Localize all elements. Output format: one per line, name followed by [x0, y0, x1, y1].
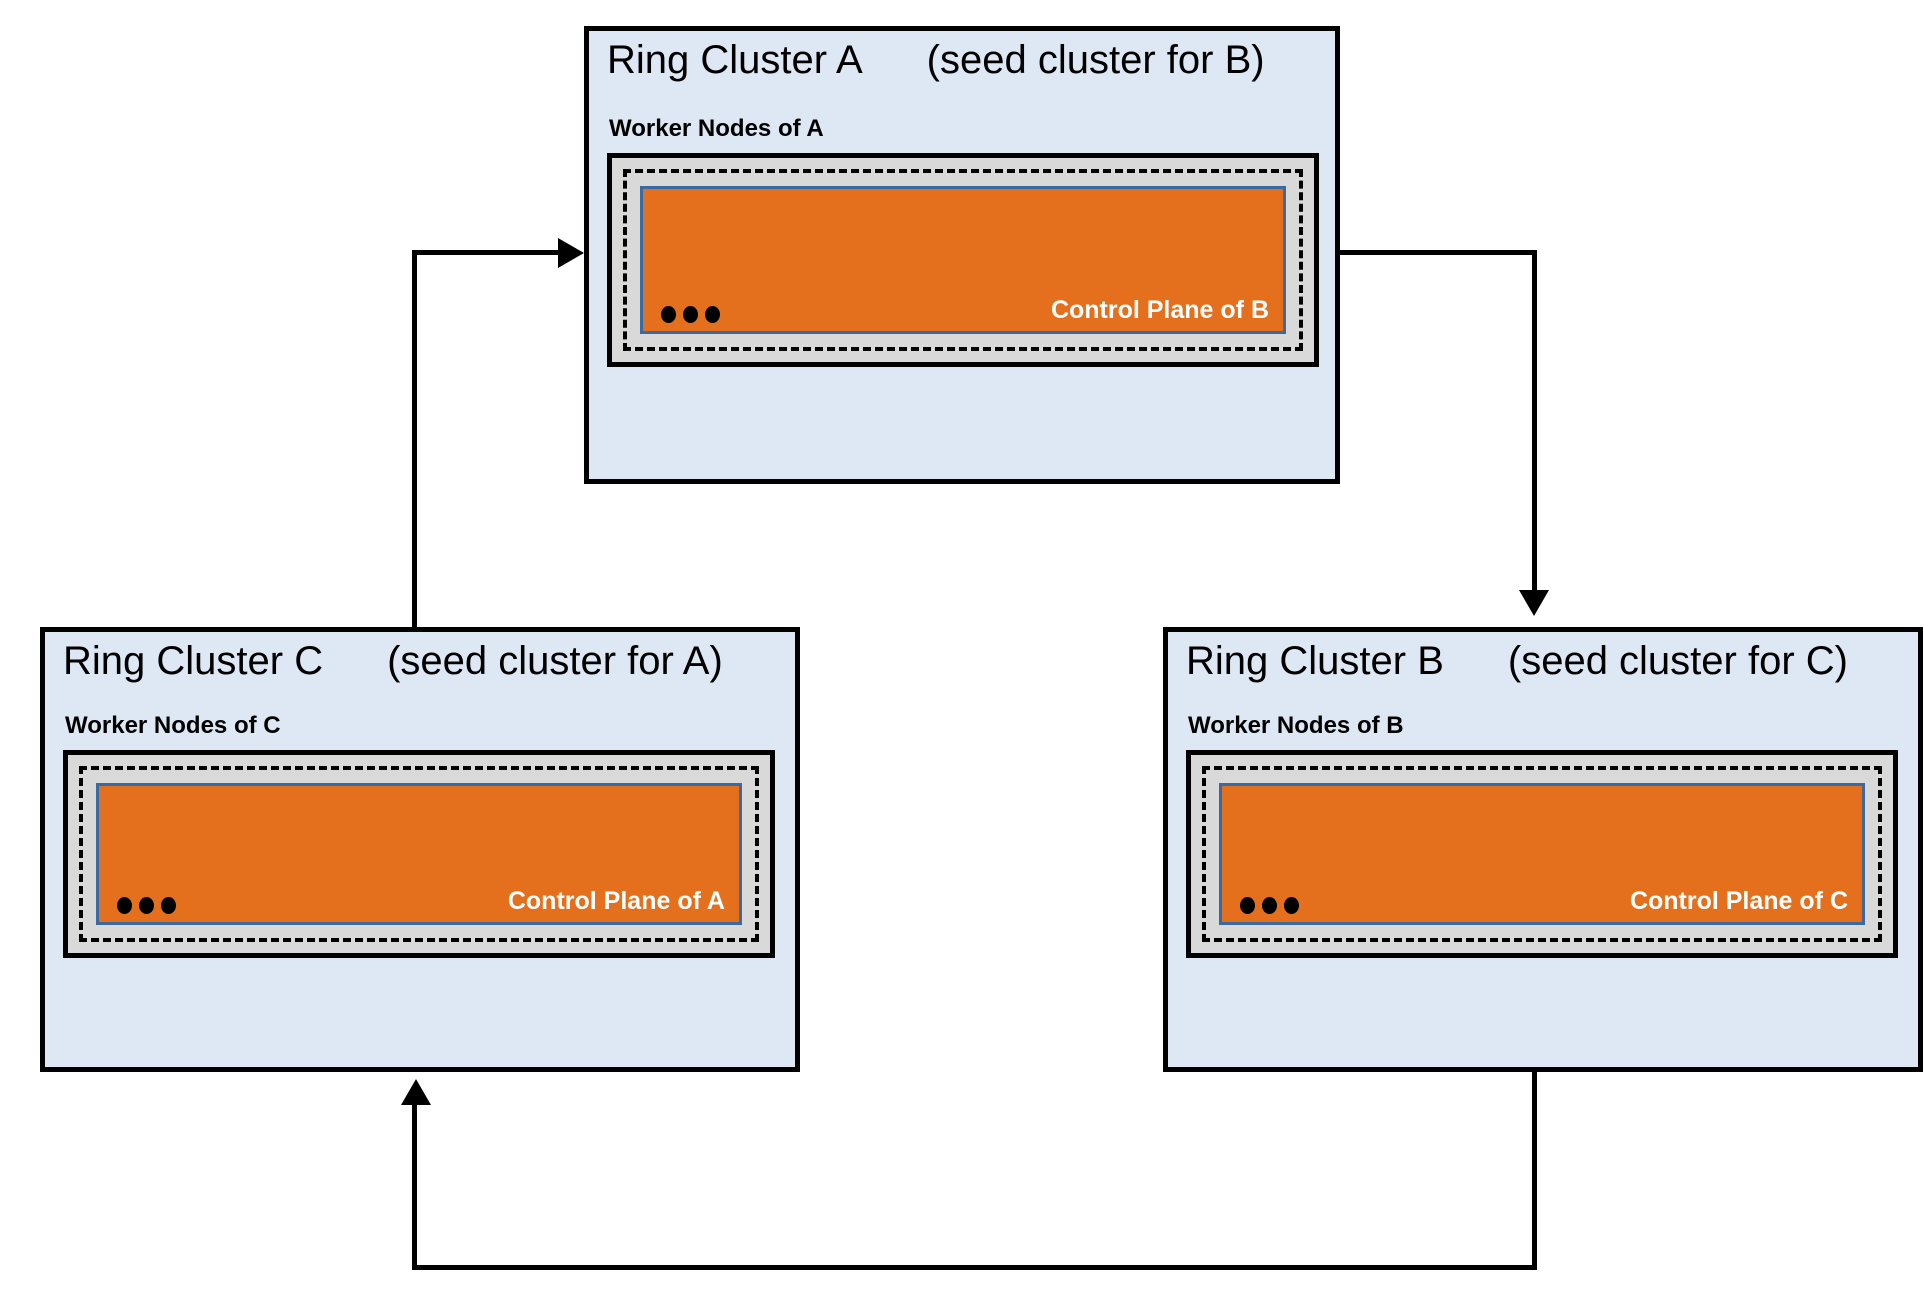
cluster-c-title: Ring Cluster C (seed cluster for A) [63, 638, 723, 684]
worker-nodes-ellipsis-b [1240, 897, 1299, 914]
control-plane-box-a[interactable]: Control Plane of A [96, 783, 742, 925]
cluster-c-worker-label: Worker Nodes of C [65, 712, 281, 739]
cluster-a-title: Ring Cluster A (seed cluster for B) [607, 37, 1265, 83]
worker-nodes-box-c: Control Plane of A [63, 750, 775, 958]
worker-nodes-dashed-outline-c: Control Plane of A [79, 766, 759, 942]
connector-b-to-c-vertical-left [412, 1105, 417, 1267]
cluster-a-name: Ring Cluster A [607, 38, 863, 82]
control-plane-c-label: Control Plane of C [1629, 887, 1848, 915]
connector-b-to-c-vertical-right [1532, 1048, 1537, 1270]
control-plane-box-b[interactable]: Control Plane of B [640, 186, 1286, 334]
connector-c-to-a-vertical [412, 250, 417, 630]
worker-nodes-dashed-outline-a: Control Plane of B [623, 169, 1303, 351]
control-plane-b-label: Control Plane of B [1050, 296, 1269, 324]
arrowhead-into-cluster-a-icon [558, 238, 584, 268]
worker-nodes-dashed-outline-b: Control Plane of C [1202, 766, 1882, 942]
cluster-b-worker-label: Worker Nodes of B [1188, 712, 1404, 739]
control-plane-a-label: Control Plane of A [507, 887, 725, 915]
cluster-box-a[interactable]: Ring Cluster A (seed cluster for B) Worke… [584, 26, 1340, 484]
cluster-a-seed-note: (seed cluster for B) [926, 38, 1265, 82]
cluster-b-title: Ring Cluster B (seed cluster for C) [1186, 638, 1848, 684]
arrowhead-into-cluster-b-icon [1519, 590, 1549, 616]
connector-c-to-a-horizontal [412, 250, 562, 255]
connector-a-to-b-vertical [1532, 250, 1537, 593]
cluster-c-seed-note: (seed cluster for A) [387, 639, 723, 683]
worker-nodes-box-a: Control Plane of B [607, 153, 1319, 367]
cluster-box-c[interactable]: Ring Cluster C (seed cluster for A) Worke… [40, 627, 800, 1072]
worker-nodes-ellipsis-c [117, 897, 176, 914]
connector-b-to-c-horizontal [412, 1265, 1537, 1270]
cluster-b-name: Ring Cluster B [1186, 639, 1444, 683]
worker-nodes-box-b: Control Plane of C [1186, 750, 1898, 958]
control-plane-box-c[interactable]: Control Plane of C [1219, 783, 1865, 925]
cluster-c-name: Ring Cluster C [63, 639, 324, 683]
arrowhead-into-cluster-c-icon [401, 1079, 431, 1105]
connector-a-to-b-horizontal [1335, 250, 1537, 255]
worker-nodes-ellipsis-a [661, 306, 720, 323]
cluster-a-worker-label: Worker Nodes of A [609, 115, 824, 142]
cluster-box-b[interactable]: Ring Cluster B (seed cluster for C) Worke… [1163, 627, 1923, 1072]
cluster-b-seed-note: (seed cluster for C) [1507, 639, 1848, 683]
